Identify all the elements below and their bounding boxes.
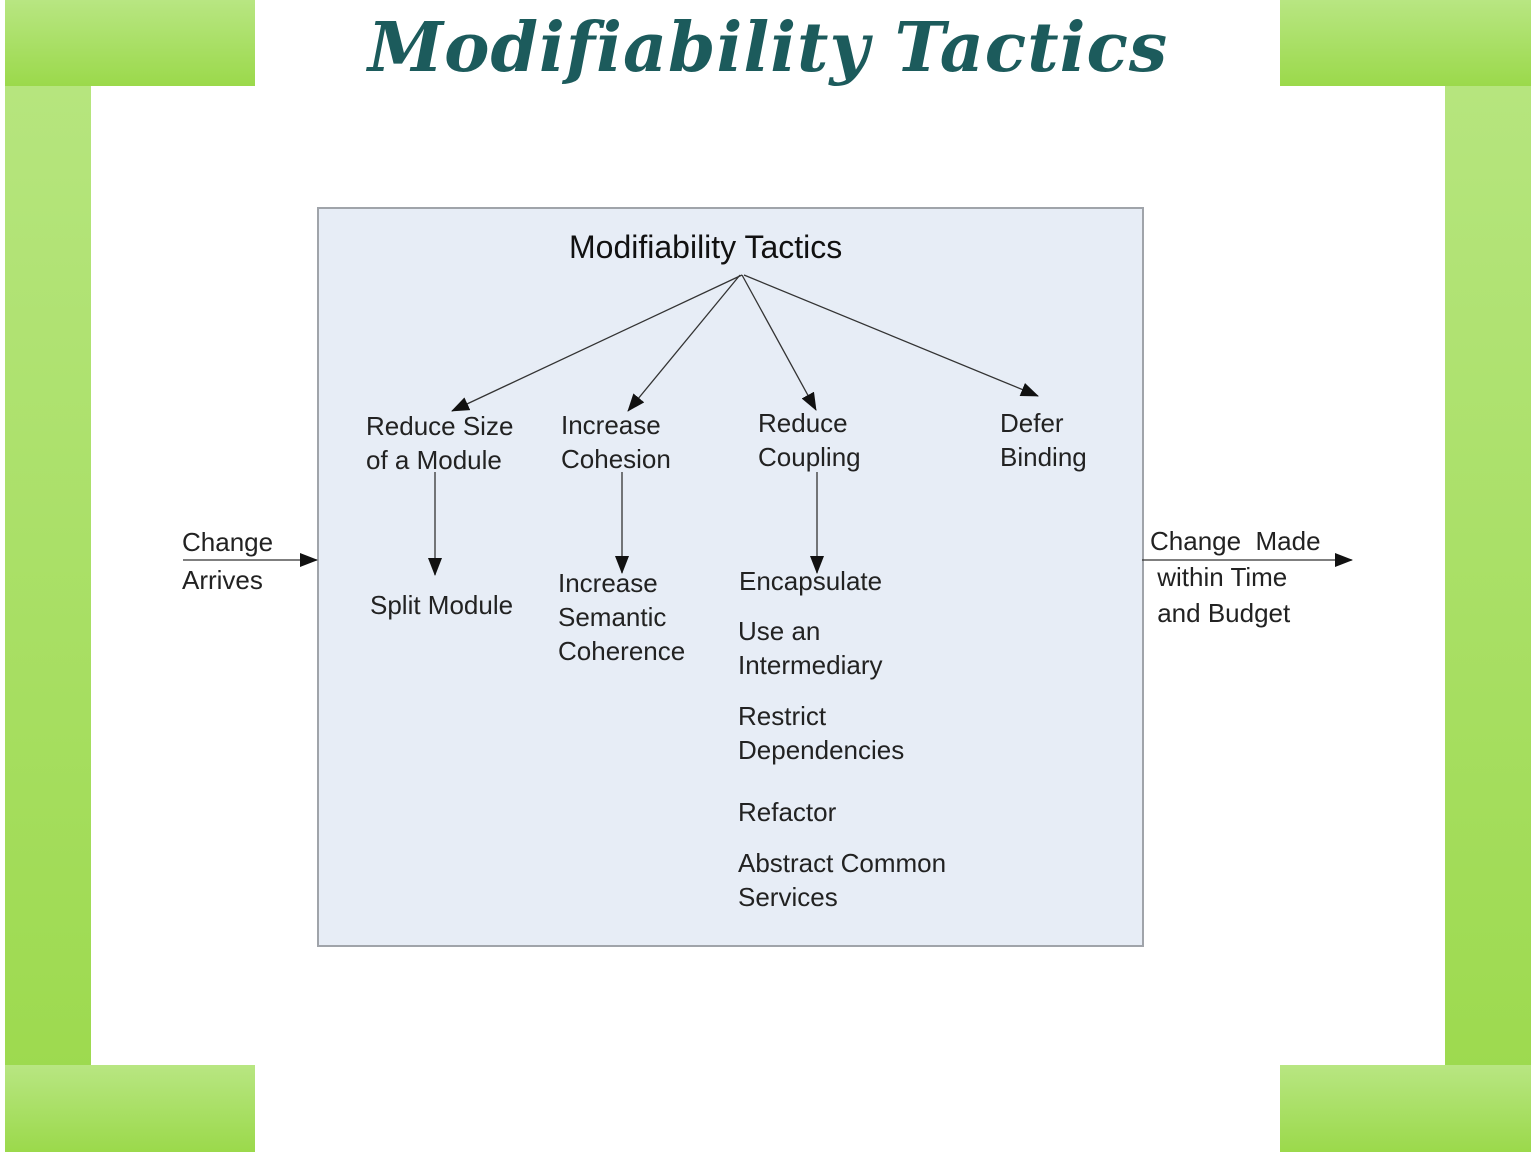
tactic-restrict-dependencies: Restrict Dependencies [738, 701, 905, 765]
slide-title: Modifiability Tactics [367, 8, 1169, 88]
tactic-semantic-coherence: Increase Semantic Coherence [558, 568, 686, 666]
category-reduce-size: Reduce Size of a Module [366, 411, 514, 475]
tactic-split-module: Split Module [370, 590, 514, 620]
category-increase-cohesion: Increase Cohesion [561, 410, 671, 474]
arrow-to-reduce-size [451, 274, 743, 412]
tactic-encapsulate: Encapsulate [739, 566, 883, 596]
tactics-box [317, 207, 1144, 947]
tactic-refactor: Refactor [738, 797, 837, 827]
arrow-to-coupling [741, 274, 817, 411]
frame-right-bar [1445, 0, 1531, 1152]
category-defer-binding: Defer Binding [1000, 408, 1087, 472]
input-label: Change Arrives [182, 527, 274, 595]
tactic-intermediary: Use an Intermediary [738, 616, 883, 680]
frame-left-bar [5, 0, 91, 1152]
arrow-to-defer [743, 274, 1039, 397]
category-reduce-coupling: Reduce Coupling [758, 408, 861, 472]
root-label: Modifiability Tactics [569, 229, 843, 265]
frame-bottom-right [1280, 1065, 1531, 1152]
arrow-to-cohesion [627, 274, 741, 412]
tactic-abstract-services: Abstract Common Services [738, 848, 947, 912]
output-label: Change Made within Time and Budget [1150, 526, 1321, 628]
frame-bottom-left [5, 1065, 255, 1152]
frame-top-left [5, 0, 255, 86]
frame-top-right [1280, 0, 1531, 86]
